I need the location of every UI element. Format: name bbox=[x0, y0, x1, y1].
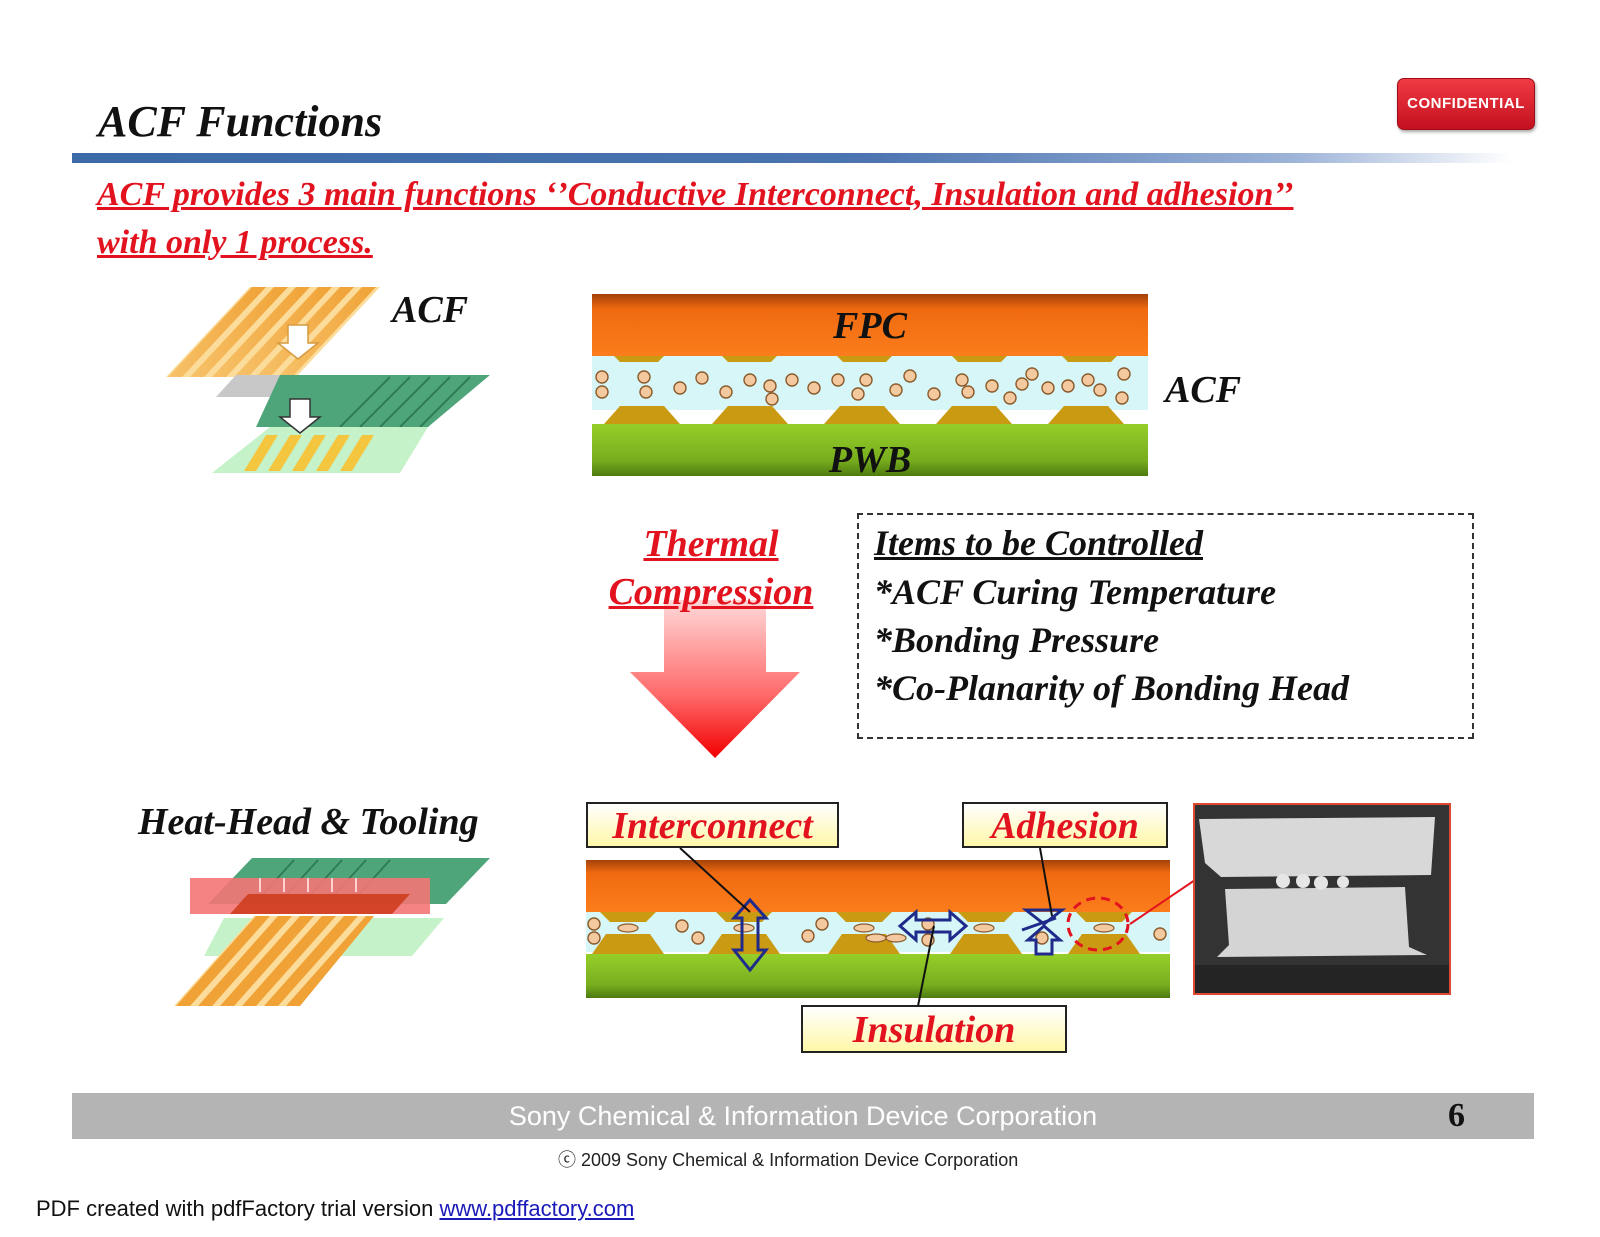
heat-head-label: Heat-Head & Tooling bbox=[138, 801, 479, 843]
adhesion-callout: Adhesion bbox=[962, 802, 1168, 848]
controlled-item: *Bonding Pressure bbox=[874, 620, 1160, 660]
pdf-trial-note: PDF created with pdfFactory trial versio… bbox=[36, 1196, 634, 1222]
arrow-down-icon bbox=[275, 324, 321, 360]
heat-head-illustration bbox=[174, 858, 490, 1006]
acf-label: ACF bbox=[392, 289, 469, 331]
fpc-layer bbox=[586, 860, 1170, 912]
acf-exploded-illustration bbox=[166, 287, 490, 473]
highlight-circle bbox=[1066, 896, 1130, 952]
acf-cross-section-after bbox=[586, 860, 1170, 998]
pwb-layer bbox=[592, 424, 1148, 476]
pdf-note-text: PDF created with pdfFactory trial versio… bbox=[36, 1196, 440, 1221]
intro-line-2: with only 1 process. bbox=[97, 224, 373, 261]
acf-cross-section-before: FPC PWB bbox=[592, 294, 1148, 480]
controlled-item: *ACF Curing Temperature bbox=[874, 572, 1277, 612]
controlled-items-box bbox=[857, 513, 1474, 739]
interconnect-arrow-icon bbox=[730, 897, 770, 973]
controlled-item: *Co-Planarity of Bonding Head bbox=[874, 668, 1350, 708]
page-number: 6 bbox=[1448, 1097, 1465, 1134]
slide-title: ACF Functions bbox=[98, 97, 383, 146]
pdffactory-link[interactable]: www.pdffactory.com bbox=[439, 1196, 635, 1221]
copyright-notice: ⓒ 2009 Sony Chemical & Information Devic… bbox=[558, 1150, 1019, 1170]
thermal-compression-arrow-icon bbox=[630, 600, 800, 758]
title-underline-bar bbox=[72, 153, 1512, 163]
confidential-badge: CONFIDENTIAL bbox=[1397, 78, 1535, 130]
pwb-label: PWB bbox=[828, 439, 911, 480]
cross-section-micrograph-image bbox=[1193, 803, 1451, 995]
pwb-layer bbox=[586, 954, 1170, 998]
insulation-arrow-icon bbox=[897, 908, 969, 944]
arrow-down-icon bbox=[277, 398, 323, 434]
controlled-items-title: Items to be Controlled bbox=[874, 523, 1204, 563]
fpc-layer bbox=[592, 294, 1148, 356]
insulation-callout: Insulation bbox=[801, 1005, 1067, 1053]
thermal-label: Thermal bbox=[643, 523, 779, 565]
footer-corporation: Sony Chemical & Information Device Corpo… bbox=[508, 1101, 1098, 1131]
interconnect-callout: Interconnect bbox=[586, 802, 839, 848]
fpc-label: FPC bbox=[832, 305, 908, 347]
pwb-green-layer bbox=[256, 375, 490, 427]
thermal-compression-label: Thermal Compression bbox=[596, 520, 826, 616]
compression-label: Compression bbox=[608, 571, 814, 613]
footer-bar bbox=[72, 1093, 1534, 1139]
intro-line-1: ACF provides 3 main functions ‘’Conducti… bbox=[97, 176, 1294, 213]
acf-layer-label: ACF bbox=[1165, 369, 1242, 411]
